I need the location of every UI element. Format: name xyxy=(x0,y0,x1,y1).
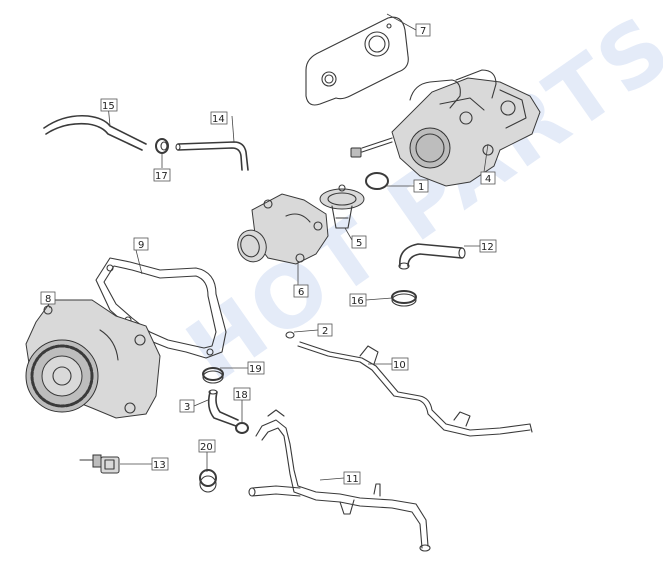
callout-20: 20 xyxy=(198,439,216,453)
part-small-seal xyxy=(285,331,295,339)
callout-1: 1 xyxy=(413,179,429,193)
part-clamp-18 xyxy=(235,422,249,434)
callout-6: 6 xyxy=(293,284,309,298)
callout-label-text: 15 xyxy=(102,101,115,112)
callout-label-text: 8 xyxy=(45,294,51,305)
part-small-hose xyxy=(207,389,239,427)
part-metal-pipe-11 xyxy=(248,409,431,552)
callout-10: 10 xyxy=(391,357,409,371)
callout-label-text: 14 xyxy=(212,114,225,125)
callout-label-text: 9 xyxy=(138,240,144,251)
callout-14: 14 xyxy=(210,111,228,125)
part-hose-clamp-16 xyxy=(391,290,417,307)
callout-9: 9 xyxy=(133,237,149,251)
callout-4: 4 xyxy=(480,171,496,185)
callout-label-text: 16 xyxy=(351,296,364,307)
part-clamp-20 xyxy=(199,469,217,493)
part-o-ring xyxy=(365,172,389,190)
part-water-outlet xyxy=(237,193,329,265)
callout-label-text: 20 xyxy=(200,442,213,453)
part-bolt xyxy=(350,137,393,158)
callout-label-text: 4 xyxy=(485,174,491,185)
callout-11: 11 xyxy=(343,471,361,485)
part-clamp-19 xyxy=(202,367,224,384)
callout-label-text: 5 xyxy=(356,238,362,249)
watermark-text: HOT PARTS xyxy=(170,0,663,402)
callout-label-text: 12 xyxy=(481,242,494,253)
callout-2: 2 xyxy=(317,323,333,337)
part-pump-gasket xyxy=(95,257,227,359)
callout-13: 13 xyxy=(151,457,169,471)
callout-16: 16 xyxy=(349,293,367,307)
part-short-hose xyxy=(398,243,466,270)
callout-label-text: 3 xyxy=(184,402,190,413)
callout-label-text: 7 xyxy=(420,26,426,37)
callout-17: 17 xyxy=(153,168,171,182)
part-thermostat-housing xyxy=(391,69,541,187)
callout-label-text: 11 xyxy=(346,474,359,485)
callout-7: 7 xyxy=(415,23,431,37)
callout-8: 8 xyxy=(40,291,56,305)
callout-label-text: 6 xyxy=(298,287,304,298)
callout-label-text: 13 xyxy=(153,460,166,471)
callout-labels: 7 4 1 5 12 6 16 9 8 15 14 17 2 10 19 3 1… xyxy=(40,23,497,485)
part-water-pump xyxy=(25,299,161,419)
callout-label-text: 10 xyxy=(393,360,406,371)
callout-label-text: 17 xyxy=(155,171,168,182)
part-temp-sensor xyxy=(79,454,120,474)
callout-label-text: 1 xyxy=(418,182,424,193)
callout-label-text: 19 xyxy=(249,364,262,375)
part-gasket-plate xyxy=(305,16,409,106)
leader-lines xyxy=(47,13,489,481)
part-thermostat xyxy=(319,184,365,229)
callout-19: 19 xyxy=(247,361,265,375)
callout-label-text: 18 xyxy=(235,390,248,401)
part-clamp-17 xyxy=(155,138,169,154)
part-metal-pipe-10 xyxy=(297,341,533,437)
callout-5: 5 xyxy=(351,235,367,249)
part-bent-pipe-15 xyxy=(43,114,147,151)
callout-12: 12 xyxy=(479,239,497,253)
callout-3: 3 xyxy=(179,399,195,413)
callout-18: 18 xyxy=(233,387,251,401)
part-pipe-14 xyxy=(175,141,249,171)
callout-label-text: 2 xyxy=(322,326,328,337)
callout-15: 15 xyxy=(100,98,118,112)
